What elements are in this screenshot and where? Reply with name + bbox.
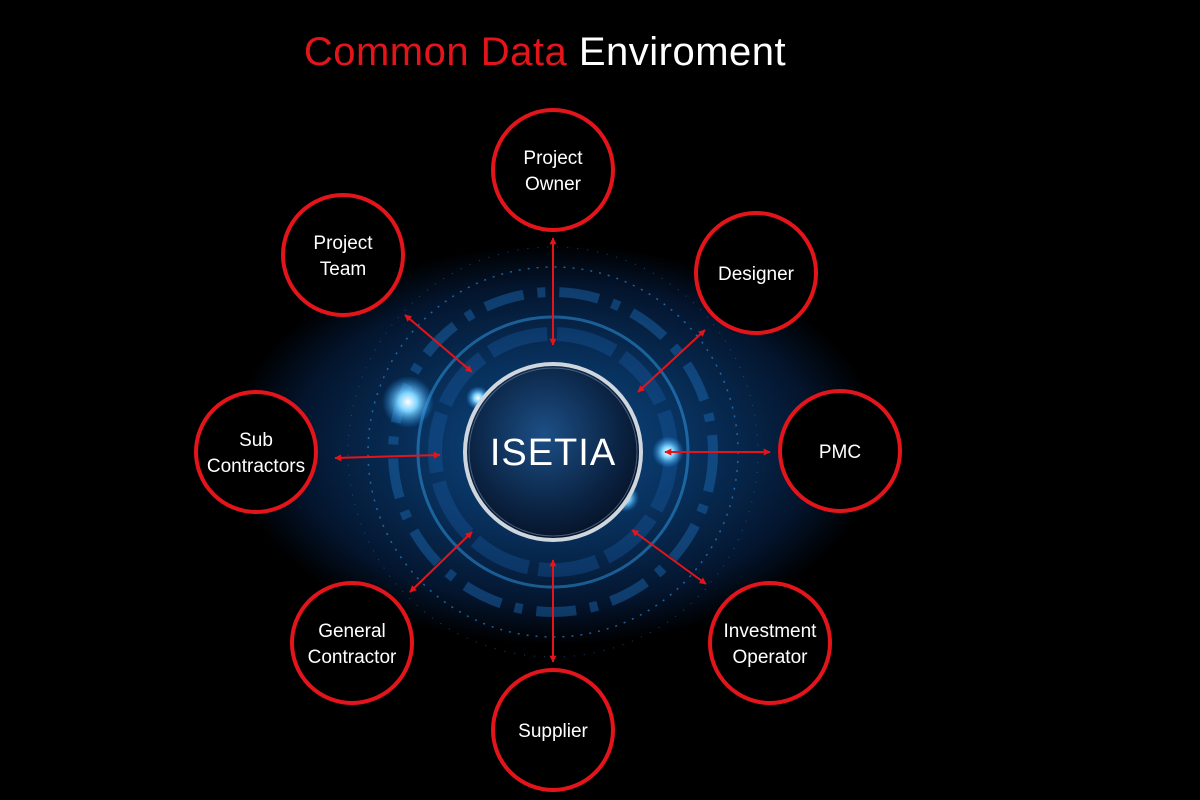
node-label: General	[318, 621, 386, 642]
node-label: PMC	[819, 442, 861, 463]
node-label: Team	[320, 259, 366, 280]
stakeholder-nodes: ProjectOwnerDesignerPMCInvestmentOperato…	[194, 108, 902, 792]
arrow-project-team	[404, 314, 473, 373]
node-circle	[194, 390, 318, 514]
arrow-designer	[637, 329, 706, 393]
arrow-general-contractor	[409, 531, 473, 593]
title-accent-text: Common Data	[303, 30, 568, 74]
node-designer: Designer	[694, 211, 818, 335]
node-label: Contractors	[207, 456, 305, 477]
hub: ISETIA	[463, 362, 643, 542]
node-circle	[694, 211, 818, 335]
node-circle	[281, 193, 405, 317]
node-circle	[708, 581, 832, 705]
hub-circle	[463, 362, 643, 542]
glow-spark	[382, 376, 434, 428]
diagram-title: Common Data Enviroment	[0, 30, 1090, 75]
title-rest-text: Enviroment	[578, 30, 787, 74]
hub-label: ISETIA	[490, 432, 616, 474]
node-label: Project	[523, 148, 583, 169]
node-label: Investment	[724, 621, 818, 642]
node-circle	[491, 668, 615, 792]
arrow-investment-operator	[631, 529, 707, 585]
node-label: Supplier	[518, 721, 588, 742]
node-supplier: Supplier	[491, 668, 615, 792]
node-label: Designer	[718, 264, 795, 285]
node-label: Operator	[733, 647, 809, 668]
node-circle	[491, 108, 615, 232]
node-label: Sub	[239, 430, 273, 451]
node-pmc: PMC	[778, 389, 902, 513]
connector-arrows	[334, 237, 771, 663]
node-circle	[778, 389, 902, 513]
arrow-sub-contractors	[334, 451, 441, 462]
node-circle	[290, 581, 414, 705]
node-label: Owner	[525, 174, 582, 195]
node-label: Contractor	[308, 647, 397, 668]
node-label: Project	[313, 233, 373, 254]
